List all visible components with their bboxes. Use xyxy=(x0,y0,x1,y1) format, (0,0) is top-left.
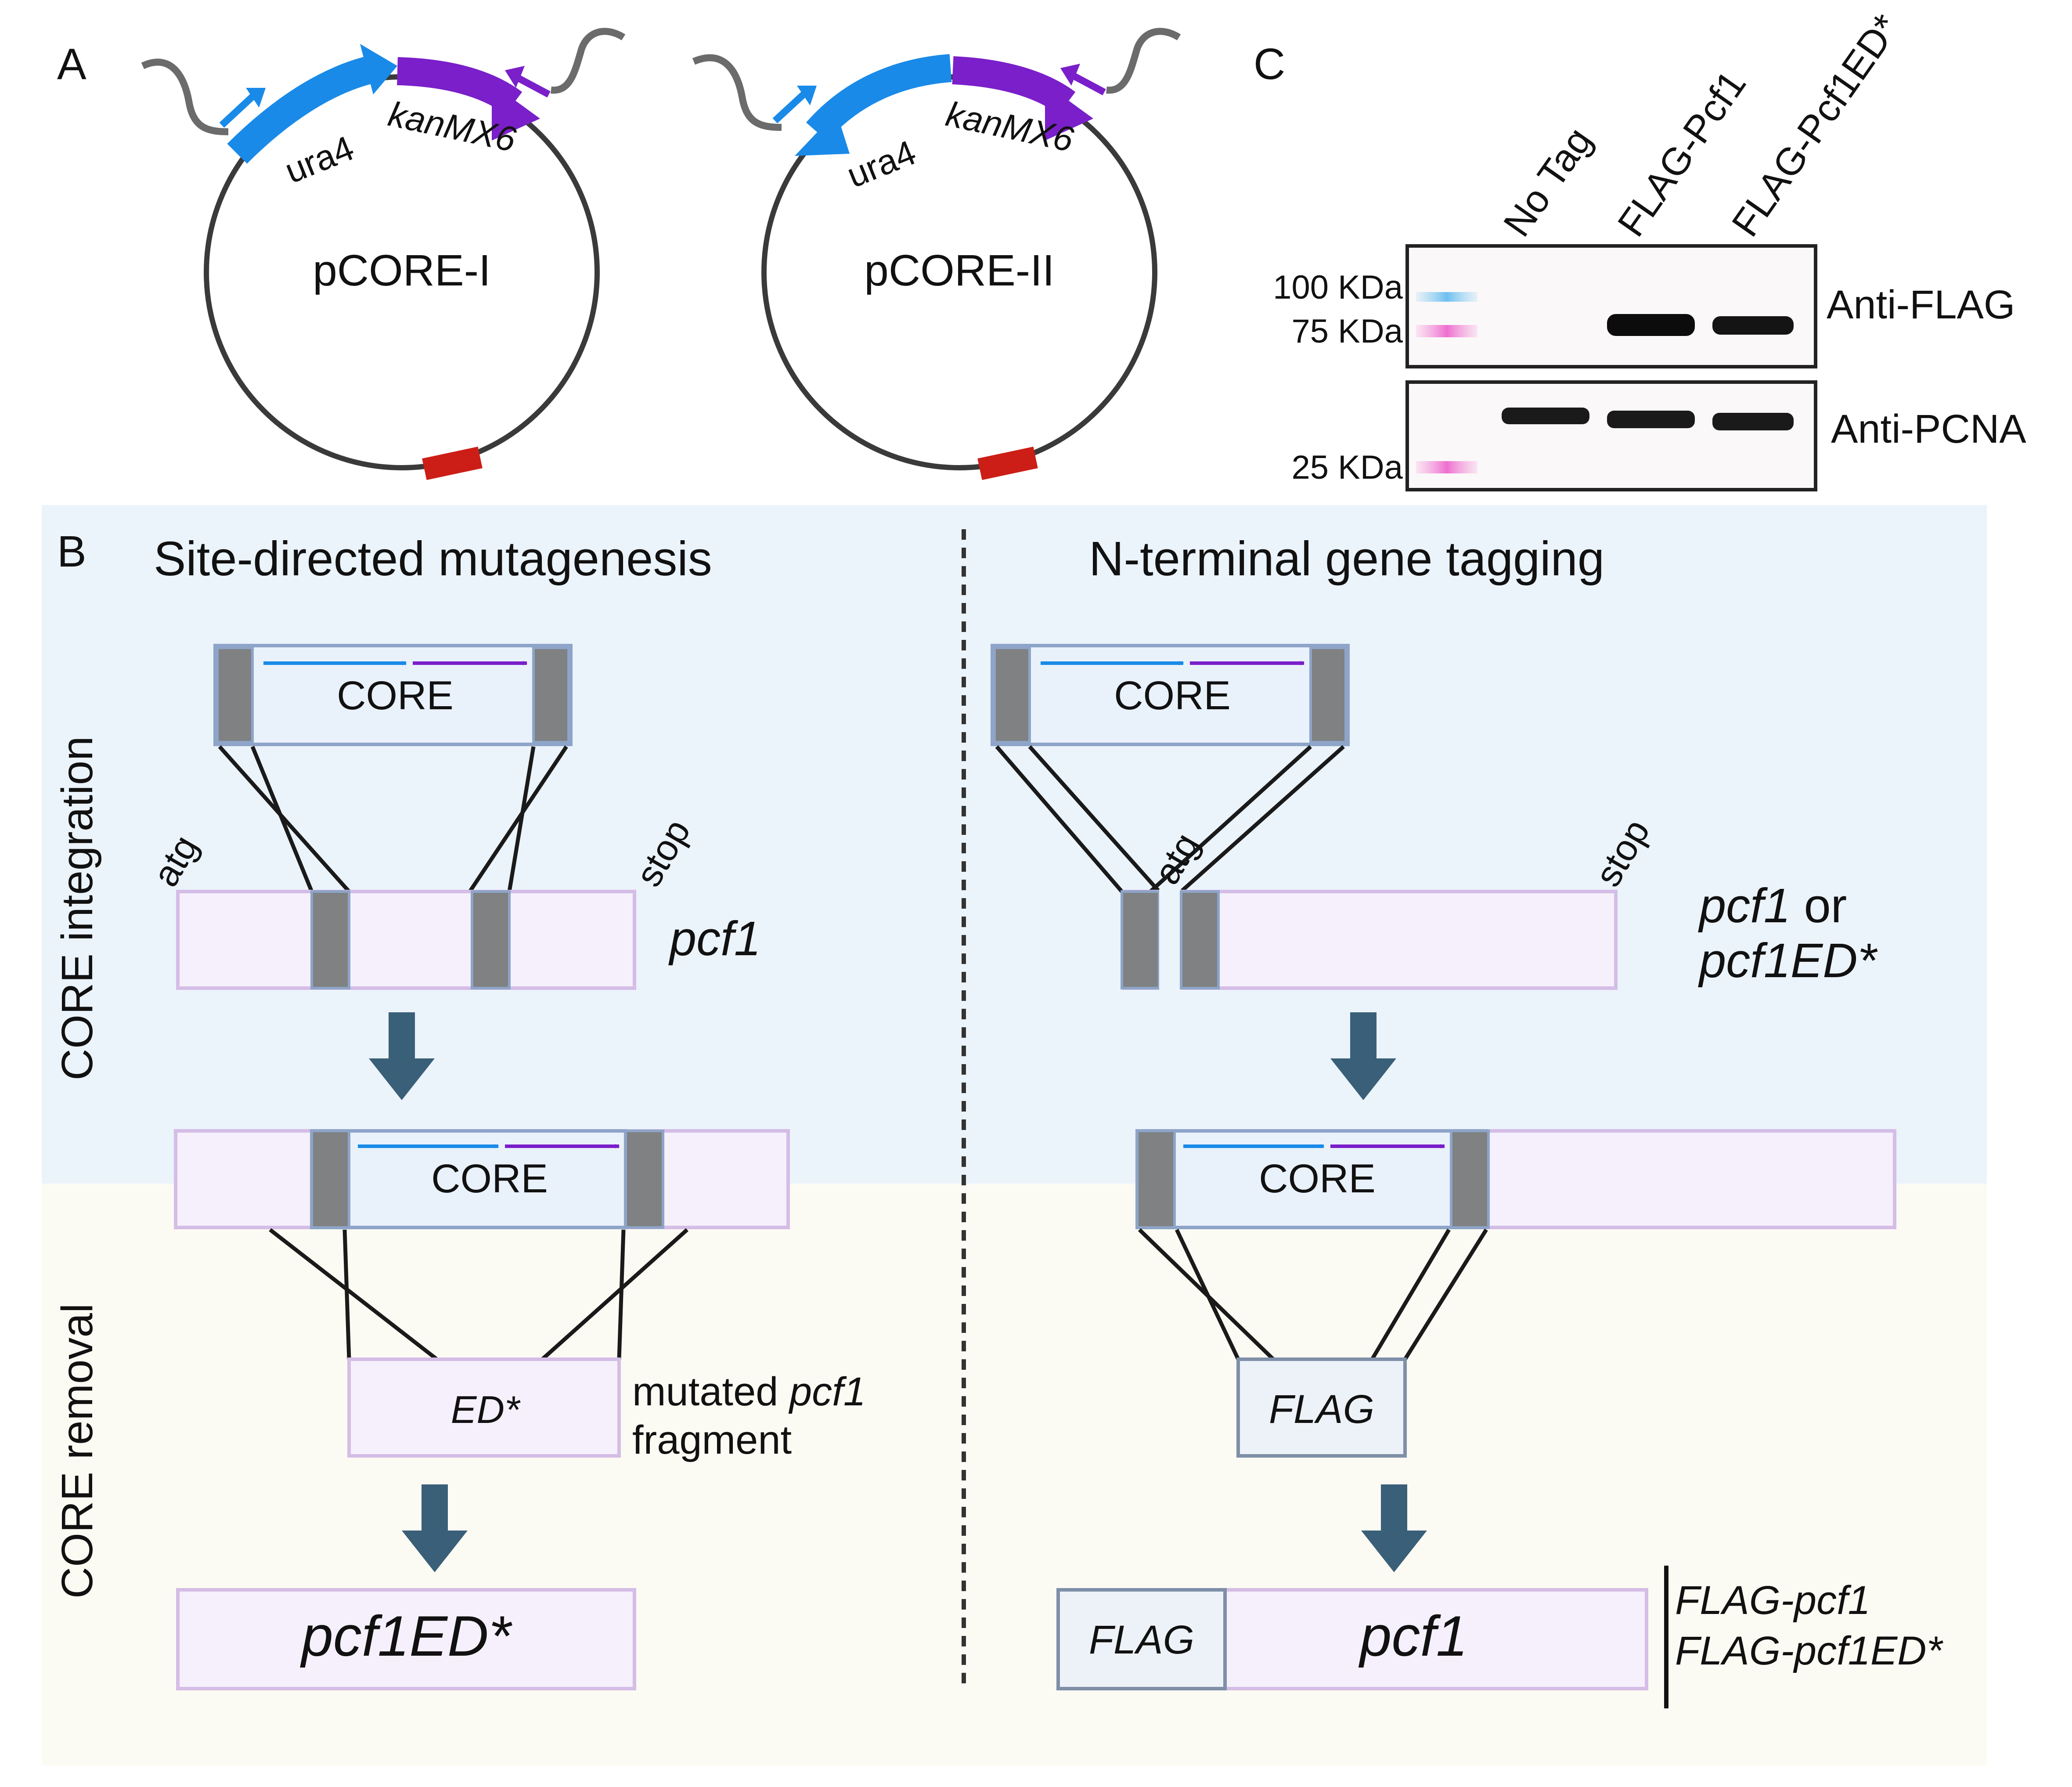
homology-arm xyxy=(1121,890,1160,989)
lane-labels: No Tag FLAG-Pcf1 FLAG-Pcf1ED* xyxy=(1495,6,1908,244)
flank-left xyxy=(692,54,782,131)
left-column-title: Site-directed mutagenesis xyxy=(154,532,712,586)
gene-label-pcf1: pcf1 xyxy=(668,912,761,966)
panel-b-letter: B xyxy=(57,527,86,576)
homology-arm xyxy=(1136,1130,1176,1229)
primer-forward-icon xyxy=(772,92,806,123)
left-removal-crossover xyxy=(269,1228,688,1361)
plasmid-pcore-i: ura4 kanMX6 pCORE-I xyxy=(141,28,626,480)
lane-label-no-tag: No Tag xyxy=(1495,119,1600,244)
antibody-flag: Anti-FLAG xyxy=(1827,282,2015,327)
result-flag-pcf1ed: FLAG-pcf1ED* xyxy=(1675,1628,1944,1673)
left-pcf1-gene: atg stop pcf1 xyxy=(144,812,761,990)
gene-label-pcf1-or: pcf1 or xyxy=(1698,879,1847,933)
ladder-band-100 xyxy=(1416,292,1477,302)
ura4-label: ura4 xyxy=(841,133,921,195)
homology-arm xyxy=(216,646,254,744)
band-pcna-no-tag xyxy=(1502,408,1589,424)
blot-pcna xyxy=(1405,380,1817,491)
flow-arrow xyxy=(1361,1484,1427,1572)
core-label: CORE xyxy=(431,1156,548,1201)
blot-flag xyxy=(1405,244,1817,368)
right-result-gene: FLAG pcf1 xyxy=(1056,1588,1648,1690)
marker-25: 25 KDa xyxy=(1292,449,1403,486)
homology-arm xyxy=(310,890,350,989)
marker-labels: 100 KDa 75 KDa 25 KDa xyxy=(1273,269,1403,486)
primer-forward-icon xyxy=(219,94,255,128)
primer-reverse-icon xyxy=(1070,71,1106,96)
primer-reverse-icon xyxy=(514,73,551,98)
panel-a-letter: A xyxy=(57,40,86,89)
left-result-gene: pcf1ED* xyxy=(176,1588,636,1690)
plasmid-name: pCORE-I xyxy=(313,246,491,295)
right-pcf1-gene: atg stop pcf1 or pcf1ED* xyxy=(1121,812,1878,990)
plasmid-name: pCORE-II xyxy=(864,246,1054,295)
panel-c-letter: C xyxy=(1254,40,1285,89)
row-label-integration: CORE integration xyxy=(53,736,102,1080)
mutated-fragment: ED* mutated pcf1 fragment xyxy=(347,1357,866,1462)
right-core-cassette: CORE xyxy=(991,644,1350,746)
flank-right xyxy=(1106,28,1181,94)
marker-100: 100 KDa xyxy=(1273,269,1403,306)
homology-arm xyxy=(624,1130,664,1229)
right-integrated-gene: CORE xyxy=(1135,1129,1896,1229)
flank-right xyxy=(551,28,626,94)
homology-arm xyxy=(1309,646,1347,744)
ura4-arrow xyxy=(227,54,381,164)
right-column-title: N-terminal gene tagging xyxy=(1089,532,1604,586)
homology-arm xyxy=(310,1130,350,1229)
band-pcna-flag-pcf1ed xyxy=(1712,413,1794,430)
marker-75: 75 KDa xyxy=(1292,313,1403,350)
ladder-band-75 xyxy=(1416,325,1477,337)
row-label-removal: CORE removal xyxy=(53,1303,102,1599)
homology-arm xyxy=(993,646,1031,744)
core-label: CORE xyxy=(1259,1156,1376,1201)
homology-arm xyxy=(1450,1130,1490,1229)
band-pcna-flag-pcf1 xyxy=(1607,411,1695,428)
flank-left xyxy=(141,58,229,135)
gene-label-pcf1ed: pcf1ED* xyxy=(1698,934,1878,988)
core-label: CORE xyxy=(1114,673,1231,718)
red-marker-block xyxy=(422,447,483,480)
antibody-pcna: Anti-PCNA xyxy=(1831,407,2026,451)
gene-label-pcf1: pcf1 xyxy=(1358,1604,1468,1668)
homology-arm xyxy=(532,646,570,744)
integration-background xyxy=(42,505,1987,1184)
homology-arm xyxy=(1180,890,1220,989)
ura4-label: ura4 xyxy=(279,128,359,191)
flow-arrow xyxy=(1330,1012,1396,1100)
mutated-label: mutated pcf1 xyxy=(632,1369,866,1414)
lane-label-flag-pcf1ed: FLAG-Pcf1ED* xyxy=(1723,6,1908,244)
red-marker-block xyxy=(977,447,1038,480)
ura4-arrow-reverse xyxy=(806,54,952,141)
flag-label: FLAG xyxy=(1089,1617,1194,1662)
result-flag-pcf1: FLAG-pcf1 xyxy=(1675,1578,1870,1623)
core-label: CORE xyxy=(337,673,454,718)
flag-label: FLAG xyxy=(1269,1387,1374,1432)
left-crossover-lines xyxy=(218,745,568,893)
band-flag-pcf1 xyxy=(1607,314,1695,336)
gene-label-pcf1ed: pcf1ED* xyxy=(300,1604,513,1668)
ed-label: ED* xyxy=(451,1388,521,1431)
left-core-cassette: CORE xyxy=(213,644,573,746)
plasmid-pcore-ii: ura4 kanMX6 pCORE-II xyxy=(692,28,1181,480)
homology-arm xyxy=(471,890,511,989)
right-removal-crossover xyxy=(1138,1228,1488,1361)
right-crossover-lines xyxy=(995,745,1345,893)
band-flag-pcf1ed xyxy=(1712,316,1794,335)
flow-arrow xyxy=(369,1012,435,1100)
fragment-label: fragment xyxy=(632,1418,792,1462)
left-integrated-gene: CORE xyxy=(174,1129,790,1229)
ladder-band-25 xyxy=(1416,461,1477,473)
flag-fragment: FLAG xyxy=(1236,1357,1407,1458)
flow-arrow xyxy=(402,1484,468,1572)
